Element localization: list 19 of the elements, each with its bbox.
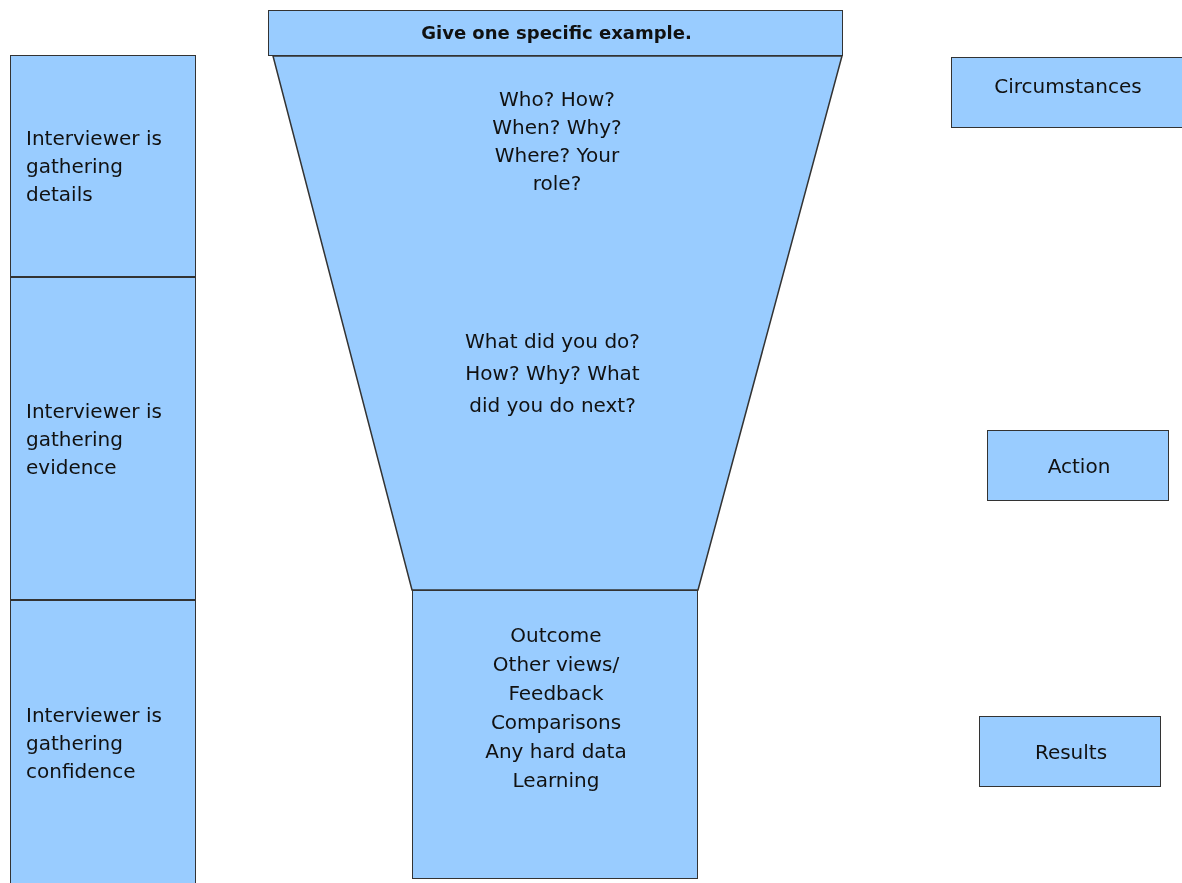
stage-box [10, 277, 196, 600]
heading-bar [268, 10, 843, 56]
funnel-shape [272, 55, 843, 591]
stage-box [10, 55, 196, 277]
label-text: Circumstances [993, 73, 1143, 100]
question-list: What did you do? How? Why? What did you do next? [452, 325, 653, 421]
stage-box [10, 600, 196, 883]
label-box [987, 430, 1169, 501]
label-text: Interviewer is gathering details [26, 125, 163, 208]
label-text: Outcome Other views/ Feedback Comparisons Any hard data Learning [484, 622, 628, 794]
label-box [951, 57, 1182, 128]
label-text: Action [1046, 452, 1112, 480]
label-text: Results [1033, 738, 1109, 766]
label-text: Interviewer is gathering evidence [26, 397, 163, 481]
label-text: Interviewer is gathering confidence [26, 701, 163, 785]
label-box [979, 716, 1161, 787]
results-box [412, 590, 698, 879]
question-list: Who? How? When? Why? Where? Your role? [477, 85, 637, 197]
heading: Give one specific example. [420, 21, 693, 45]
